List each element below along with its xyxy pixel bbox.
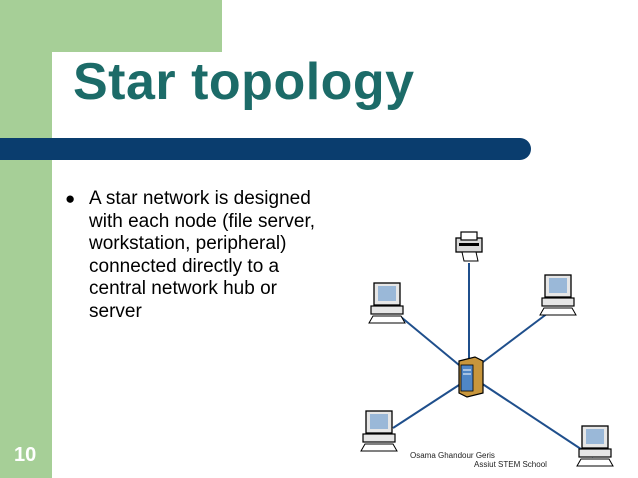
- link-right-workstation: [478, 312, 549, 366]
- printer-icon: [455, 231, 483, 262]
- workstation-icon-right: [539, 274, 577, 316]
- credit-author: Osama Ghandour Geris: [410, 451, 495, 460]
- bullet-list: ● A star network is designed with each n…: [65, 188, 325, 324]
- workstation-icon-bottom-left: [360, 410, 398, 452]
- author-credit: Osama Ghandour Geris Assiut STEM School: [410, 451, 547, 469]
- title-underline-bar: [0, 138, 531, 160]
- slide-title: Star topology: [73, 53, 415, 111]
- top-accent-band: [0, 0, 222, 52]
- link-bottom-right-workstation: [480, 382, 594, 458]
- network-links: [392, 263, 594, 458]
- slide-number: 10: [14, 444, 37, 466]
- workstation-icon-bottom-right: [576, 425, 614, 467]
- workstation-icon-left: [368, 282, 406, 324]
- bullet-icon: ●: [65, 189, 76, 208]
- credit-school: Assiut STEM School: [474, 460, 547, 469]
- bullet-item: ● A star network is designed with each n…: [65, 188, 325, 324]
- link-bottom-left-workstation: [392, 384, 460, 429]
- hub-server-icon: [458, 356, 484, 398]
- left-accent-band: [0, 0, 52, 478]
- link-left-workstation: [400, 316, 460, 366]
- star-topology-diagram: [360, 231, 614, 467]
- bullet-text: A star network is designed with each nod…: [89, 188, 316, 322]
